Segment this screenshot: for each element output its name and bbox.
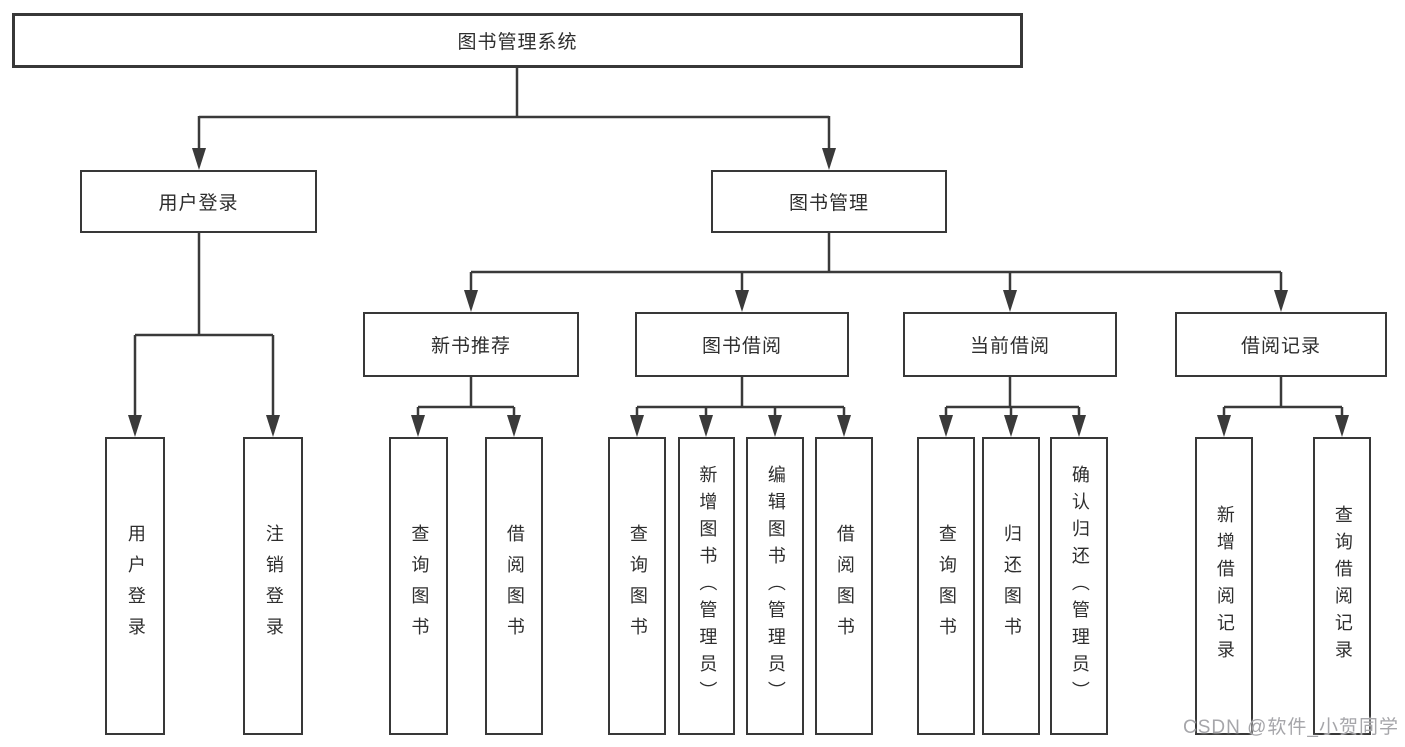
- node-current-borrowing: 当前借阅: [903, 312, 1117, 377]
- leaf-edit-book-admin: 编辑图书（管理员）: [746, 437, 804, 735]
- node-new-book-recommendation: 新书推荐: [363, 312, 579, 377]
- node-user-login: 用户登录: [80, 170, 317, 233]
- node-label: 借阅记录: [1240, 336, 1321, 357]
- leaf-add-borrowing-record: 新增借阅记录: [1195, 437, 1253, 735]
- leaf-borrow-books: 借阅图书: [815, 437, 873, 735]
- node-label: 当前借阅: [969, 336, 1050, 357]
- node-book-borrowing: 图书借阅: [635, 312, 849, 377]
- leaf-label: 归还图书: [1001, 524, 1022, 648]
- leaf-label: 确认归还（管理员）: [1069, 464, 1090, 708]
- leaf-add-book-admin: 新增图书（管理员）: [678, 437, 735, 735]
- leaf-query-books: 查询图书: [389, 437, 448, 735]
- leaf-return-books: 归还图书: [982, 437, 1040, 735]
- leaf-query-borrowing-record: 查询借阅记录: [1313, 437, 1371, 735]
- leaf-confirm-return-admin: 确认归还（管理员）: [1050, 437, 1108, 735]
- leaf-label: 查询借阅记录: [1332, 505, 1353, 667]
- node-label: 新书推荐: [430, 336, 511, 357]
- node-label: 图书借阅: [701, 336, 782, 357]
- node-label: 图书管理系统: [457, 32, 578, 53]
- node-library-management-system: 图书管理系统: [12, 13, 1023, 68]
- leaf-label: 注销登录: [263, 524, 284, 648]
- leaf-label: 新增借阅记录: [1214, 505, 1235, 667]
- arrowheads: [128, 148, 1349, 437]
- leaf-borrow-books: 借阅图书: [485, 437, 543, 735]
- csdn-watermark: CSDN @软件_小贺同学: [1183, 717, 1399, 738]
- leaf-label: 借阅图书: [834, 524, 855, 648]
- node-borrowing-records: 借阅记录: [1175, 312, 1387, 377]
- leaf-label: 查询图书: [409, 524, 430, 648]
- node-label: 图书管理: [788, 193, 869, 214]
- leaf-label: 编辑图书（管理员）: [765, 464, 786, 708]
- node-label: 用户登录: [158, 193, 239, 214]
- leaf-query-books: 查询图书: [608, 437, 666, 735]
- leaf-label: 新增图书（管理员）: [697, 464, 718, 708]
- leaf-label: 查询图书: [936, 524, 957, 648]
- leaf-label: 查询图书: [627, 524, 648, 648]
- leaf-query-books: 查询图书: [917, 437, 975, 735]
- node-book-management: 图书管理: [711, 170, 947, 233]
- leaf-label: 借阅图书: [504, 524, 525, 648]
- leaf-logout: 注销登录: [243, 437, 303, 735]
- leaf-user-login: 用户登录: [105, 437, 165, 735]
- leaf-label: 用户登录: [125, 524, 146, 648]
